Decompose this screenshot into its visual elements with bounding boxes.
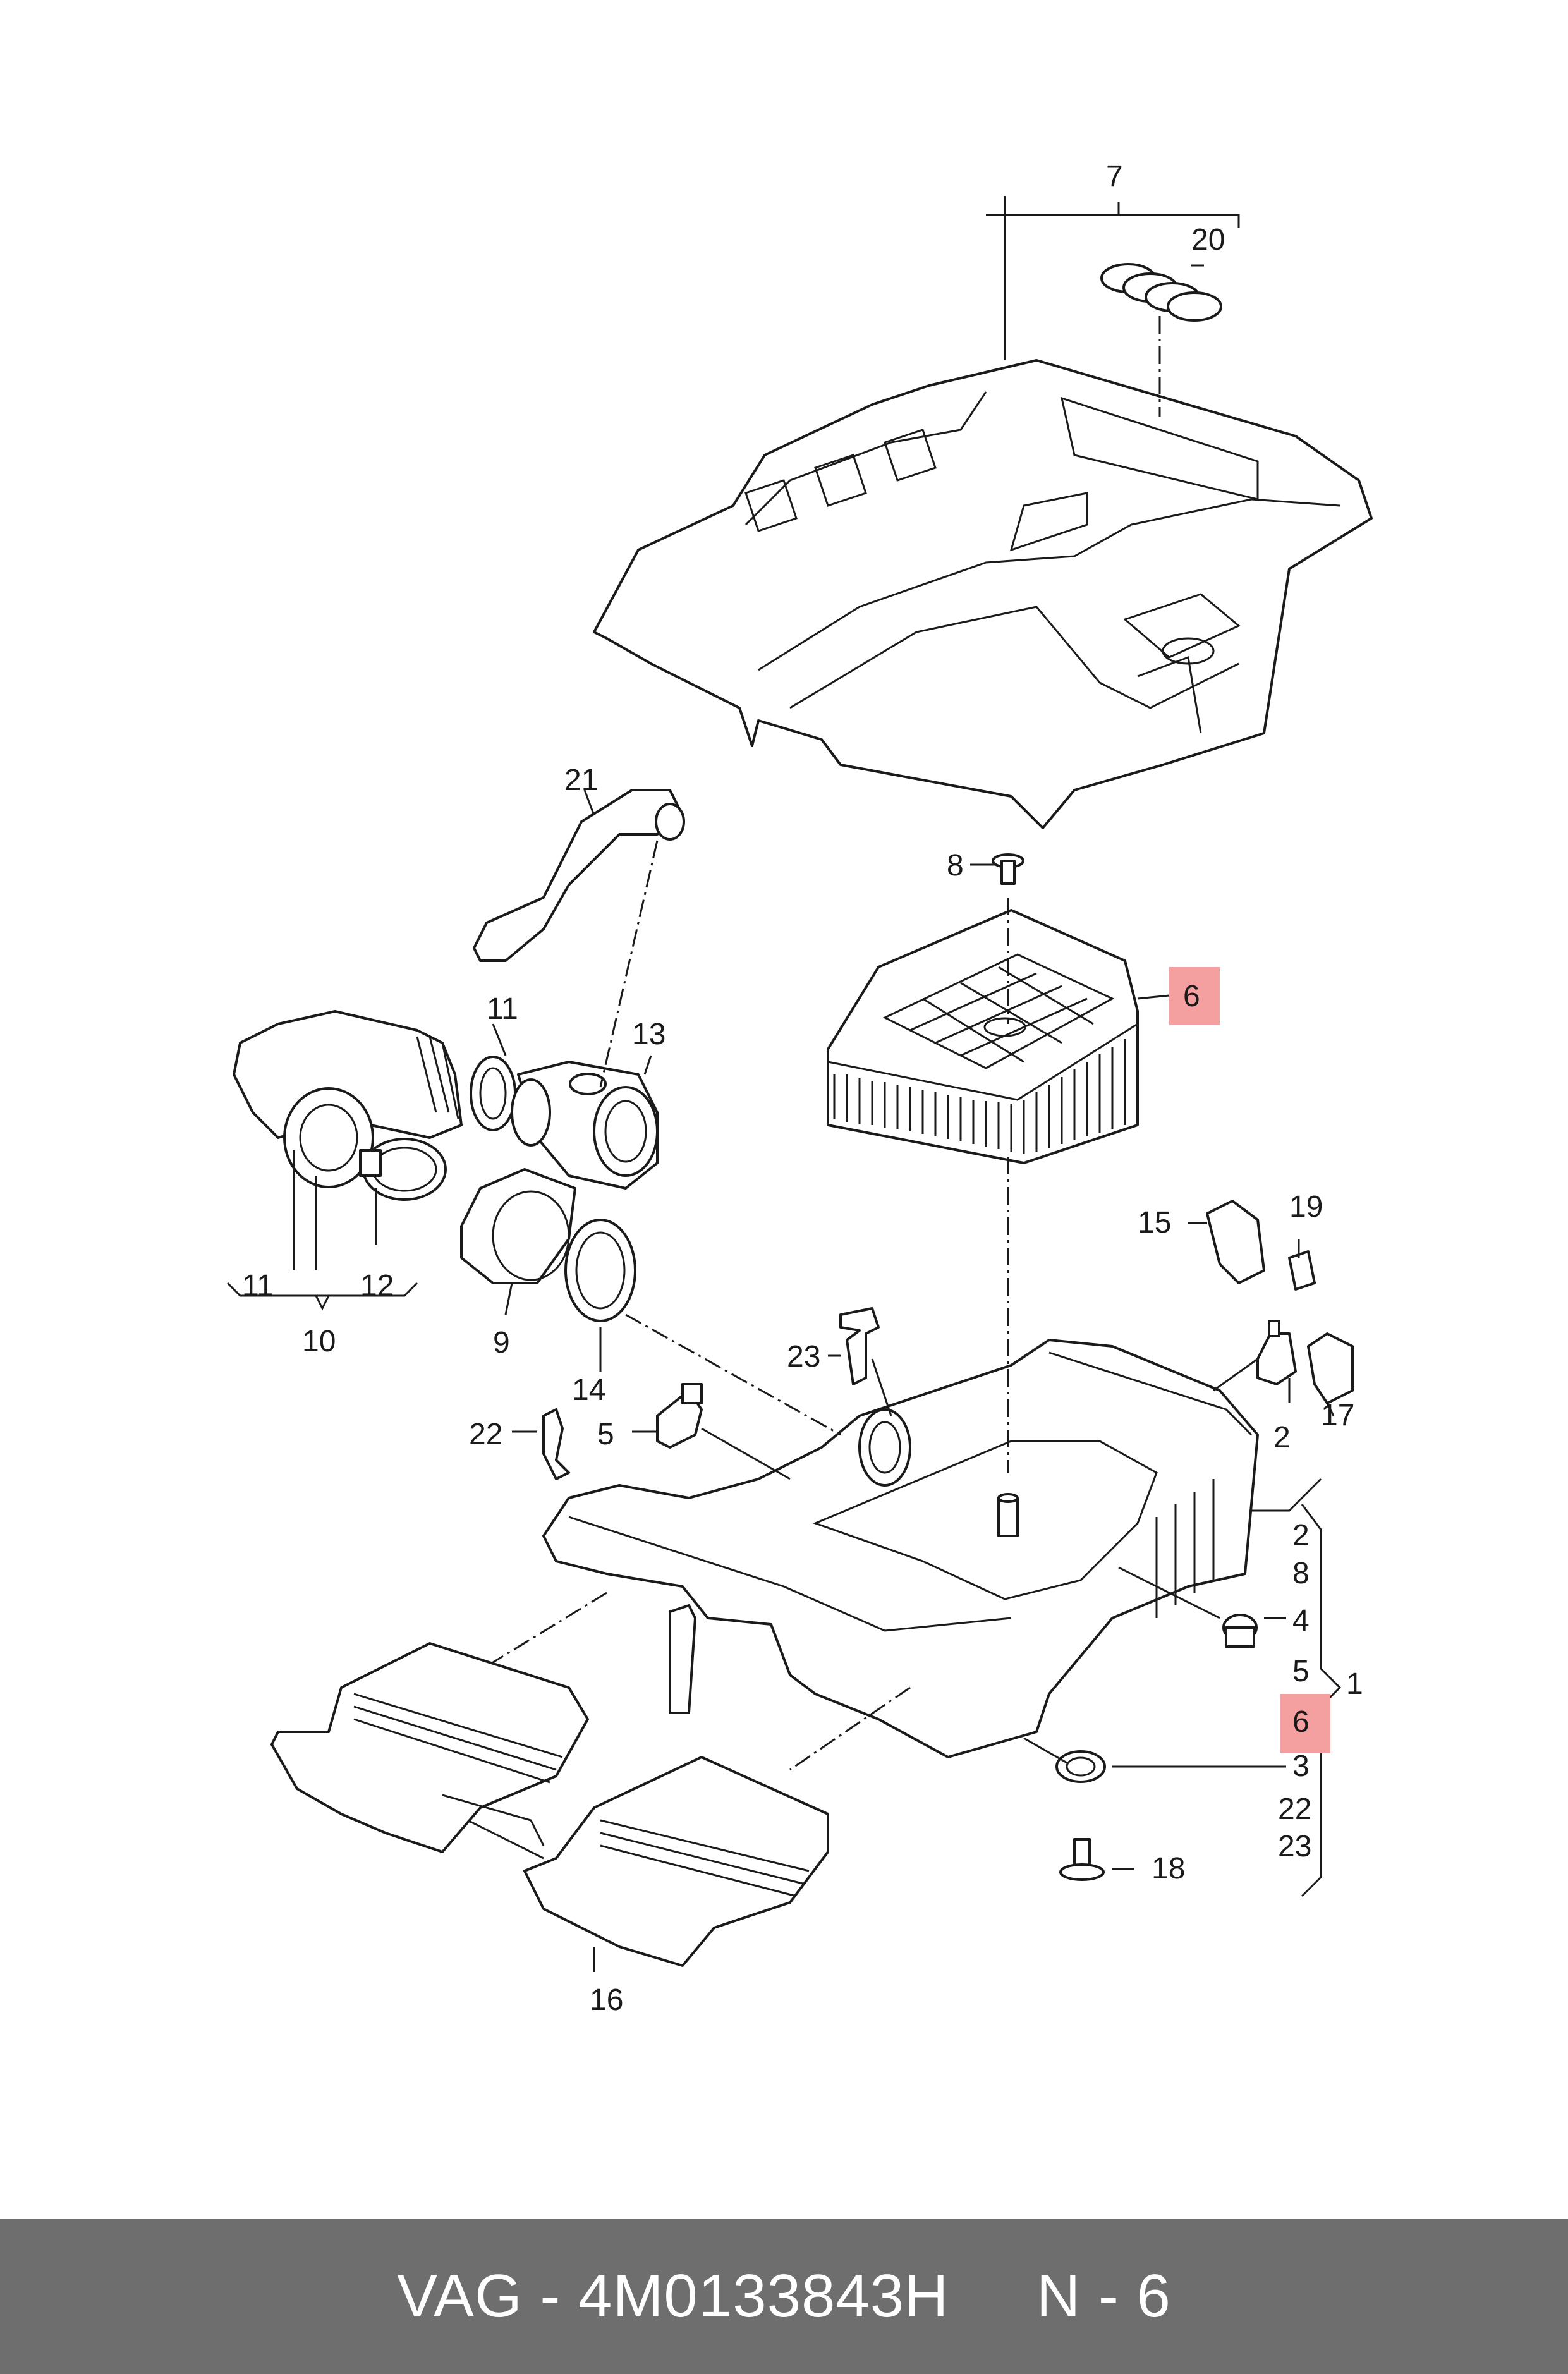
label-6-list: 6 xyxy=(1292,1705,1310,1739)
label-7: 7 xyxy=(1106,160,1123,193)
clamps xyxy=(359,1056,516,1201)
label-15: 15 xyxy=(1138,1206,1171,1239)
label-16: 16 xyxy=(590,1983,623,2017)
highlight-box-6-list xyxy=(1280,1694,1330,1753)
label-5-top: 5 xyxy=(597,1418,614,1451)
label-11-bottom: 11 xyxy=(242,1269,274,1303)
label-4: 4 xyxy=(1292,1604,1310,1638)
label-18: 18 xyxy=(1152,1852,1185,1885)
label-12: 12 xyxy=(360,1269,394,1303)
footer-brand: VAG xyxy=(397,2262,523,2330)
label-2-list: 2 xyxy=(1292,1519,1310,1552)
label-20: 20 xyxy=(1191,223,1225,257)
footer-part-number: 4M0133843H xyxy=(578,2262,949,2330)
leader-lines xyxy=(226,196,1342,1972)
label-22-top: 22 xyxy=(469,1418,502,1451)
bolt xyxy=(992,853,1024,885)
label-3: 3 xyxy=(1292,1750,1310,1783)
callout-labels: 7 20 21 8 6 11 13 11 12 10 9 14 15 19 23… xyxy=(242,160,1363,2017)
label-13: 13 xyxy=(632,1018,665,1051)
breather-hose xyxy=(473,789,685,962)
label-23-top: 23 xyxy=(787,1340,820,1373)
label-6-top: 6 xyxy=(1183,980,1200,1013)
label-19: 19 xyxy=(1289,1190,1323,1224)
air-filter-element xyxy=(827,909,1139,1164)
label-11-top: 11 xyxy=(487,992,518,1026)
air-filter-housing xyxy=(542,1339,1259,1758)
diagram-svg: 7 20 21 8 6 11 13 11 12 10 9 14 15 19 23… xyxy=(226,160,1373,2017)
label-2-top: 2 xyxy=(1273,1421,1291,1454)
label-21: 21 xyxy=(564,764,598,797)
label-10: 10 xyxy=(302,1325,336,1358)
label-1: 1 xyxy=(1346,1667,1363,1701)
label-23-list: 23 xyxy=(1278,1830,1311,1863)
footer-position: N - 6 xyxy=(1036,2262,1171,2330)
label-8-top: 8 xyxy=(947,849,964,882)
part-number-footer: VAG - 4M0133843H N - 6 xyxy=(0,2219,1568,2374)
small-parts xyxy=(1206,1200,1354,1404)
highlight-box-6-top xyxy=(1169,967,1220,1025)
emblem-rings xyxy=(1100,263,1222,322)
label-5-list: 5 xyxy=(1292,1655,1310,1688)
clips-and-sensor xyxy=(542,1307,880,1480)
label-14: 14 xyxy=(572,1373,605,1407)
label-17: 17 xyxy=(1321,1399,1354,1432)
label-22-list: 22 xyxy=(1278,1793,1311,1826)
label-8-list: 8 xyxy=(1292,1557,1310,1590)
footer-separator: - xyxy=(522,2262,579,2330)
throttle-connector xyxy=(511,1061,659,1190)
footer-spacer xyxy=(949,2261,1036,2331)
label-9: 9 xyxy=(493,1326,510,1360)
hose-clamp xyxy=(564,1219,636,1322)
air-guides xyxy=(270,1642,829,1967)
intake-hose xyxy=(233,1010,463,1188)
engine-cover xyxy=(593,359,1373,829)
exploded-parts-diagram: 7 20 21 8 6 11 13 11 12 10 9 14 15 19 23… xyxy=(226,160,1373,2017)
buffers-and-clip xyxy=(1055,1614,1258,1881)
air-mass-meter xyxy=(460,1168,576,1284)
